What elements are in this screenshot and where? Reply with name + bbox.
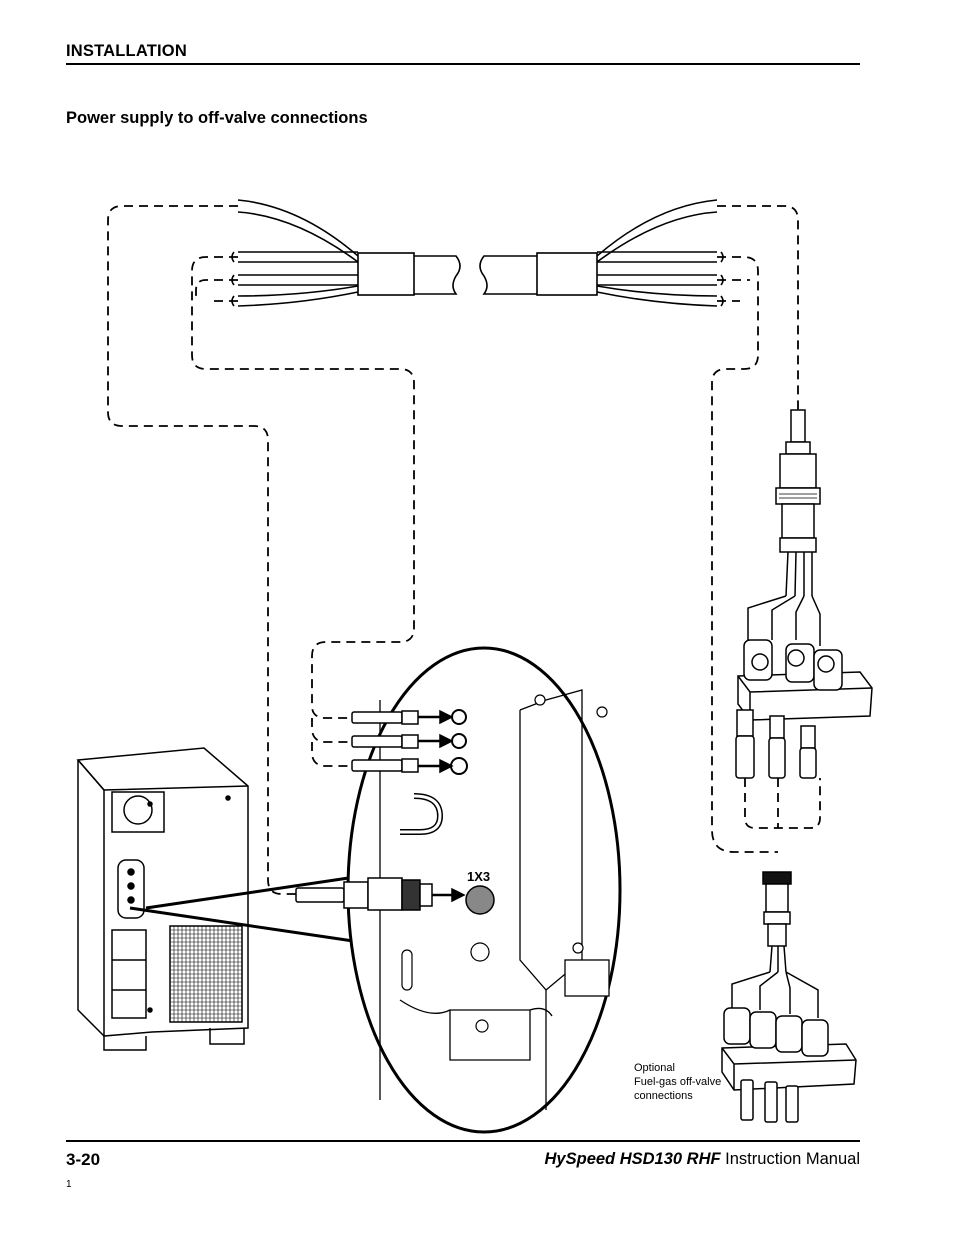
dashed-lead-lines: [107, 205, 821, 895]
section-heading: INSTALLATION: [66, 42, 187, 60]
cable-bundle-left: [231, 199, 461, 307]
fuel-gas-note-line-3: connections: [634, 1090, 693, 1102]
connector-1x3-label: 1X3: [467, 869, 490, 884]
cable-bundle-right: [479, 199, 724, 307]
hose-fittings: [351, 709, 454, 774]
product-name: HySpeed HSD130 RHF: [544, 1150, 721, 1168]
fuel-gas-note-line-1: Optional: [634, 1062, 675, 1074]
power-supply-cabinet: [76, 747, 249, 1051]
page-number: 3-20: [66, 1150, 101, 1169]
revision-number: 1: [66, 1179, 72, 1190]
footer-rule: [66, 1140, 860, 1142]
valve-manifold-upper: [735, 409, 873, 779]
manual-name: Instruction Manual: [725, 1150, 860, 1168]
valve-manifold-fuel-gas: [721, 871, 857, 1123]
manual-title: HySpeed HSD130 RHF Instruction Manual: [545, 1150, 860, 1169]
detail-callout-lines: [129, 874, 363, 944]
header-rule: [66, 63, 860, 65]
control-cable-plug: [295, 877, 466, 911]
subsection-heading: Power supply to off-valve connections: [66, 109, 368, 127]
fuel-gas-note-line-2: Fuel-gas off-valve: [634, 1076, 721, 1088]
